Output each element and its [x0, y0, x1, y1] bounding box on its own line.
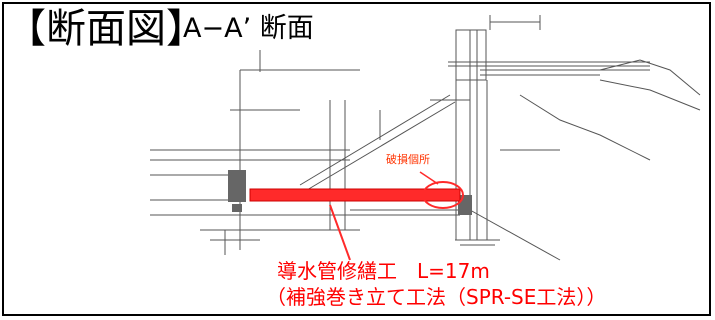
damage-location-label: 破損個所 — [386, 153, 430, 166]
caption-leader — [329, 204, 351, 261]
damage-leader — [419, 171, 439, 185]
repair-work-label: 導水管修繕工 L=17m — [277, 259, 490, 283]
repair-pipe-highlight — [249, 188, 461, 202]
figure-subtitle: A−A’ 断面 — [183, 13, 314, 44]
figure-title: 【断面図】 — [6, 6, 206, 52]
figure-frame — [2, 2, 711, 316]
structure-blocks — [228, 170, 472, 215]
drawing-lines — [150, 15, 701, 261]
repair-method-label: （補強巻き立て工法（SPR-SE工法）） — [266, 285, 607, 309]
damage-ellipse — [422, 181, 464, 209]
